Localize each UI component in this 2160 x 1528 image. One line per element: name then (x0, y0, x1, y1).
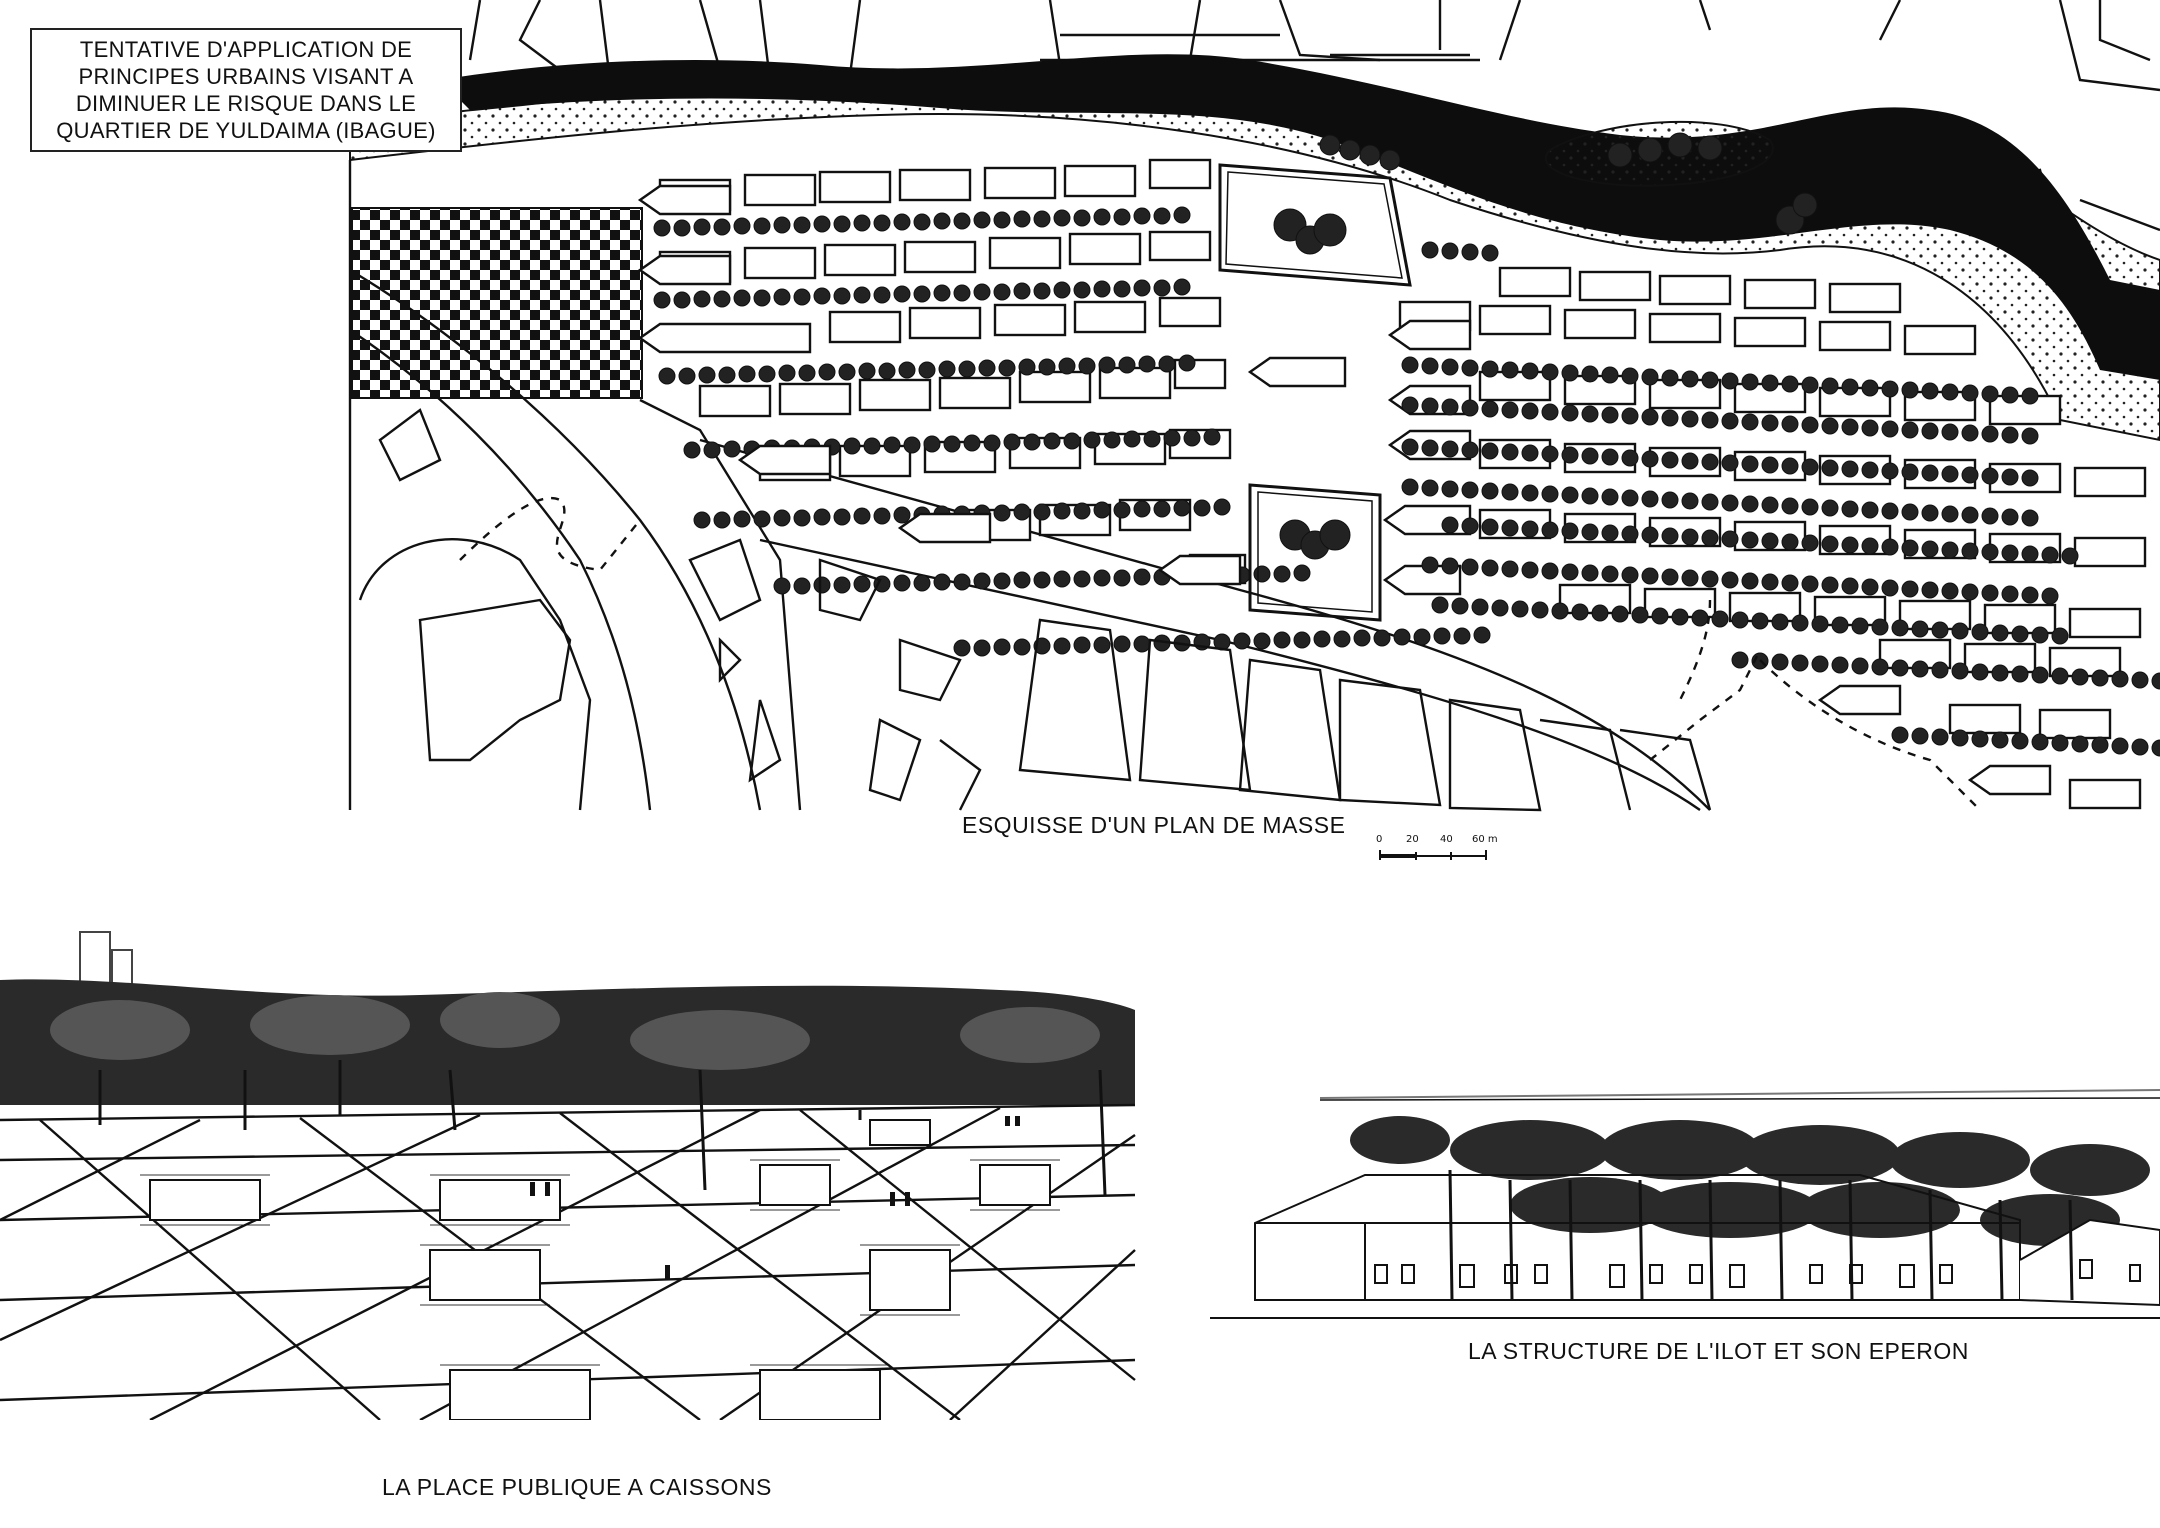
site-plan-drawing (348, 0, 2160, 812)
scale-bar-graphic: 0 20 40 60 m (1376, 834, 1498, 860)
block-caption: LA STRUCTURE DE L'ILOT ET SON EPERON (1468, 1338, 1969, 1364)
plaza-caption: LA PLACE PUBLIQUE A CAISSONS (382, 1474, 772, 1500)
scale-bar: 0 20 40 60 m (1376, 826, 1516, 866)
scale-tick-20: 20 (1406, 834, 1419, 845)
title-line-1: TENTATIVE D'APPLICATION DE (79, 37, 413, 62)
scale-tick-0: 0 (1376, 834, 1382, 845)
plaza-sketch (0, 931, 1136, 1420)
scale-tick-40: 40 (1440, 834, 1453, 845)
block-sketch (1210, 1089, 2160, 1319)
scale-tick-60: 60 m (1472, 834, 1498, 845)
title-box: TENTATIVE D'APPLICATION DE PRINCIPES URB… (30, 28, 462, 152)
title-line-3: DIMINUER LE RISQUE DANS LE (75, 91, 417, 116)
title-line-2: PRINCIPES URBAINS VISANT A (78, 64, 414, 89)
site-plan-caption: ESQUISSE D'UN PLAN DE MASSE (962, 812, 1346, 838)
title-line-4: QUARTIER DE YULDAIMA (IBAGUE) (56, 118, 436, 143)
